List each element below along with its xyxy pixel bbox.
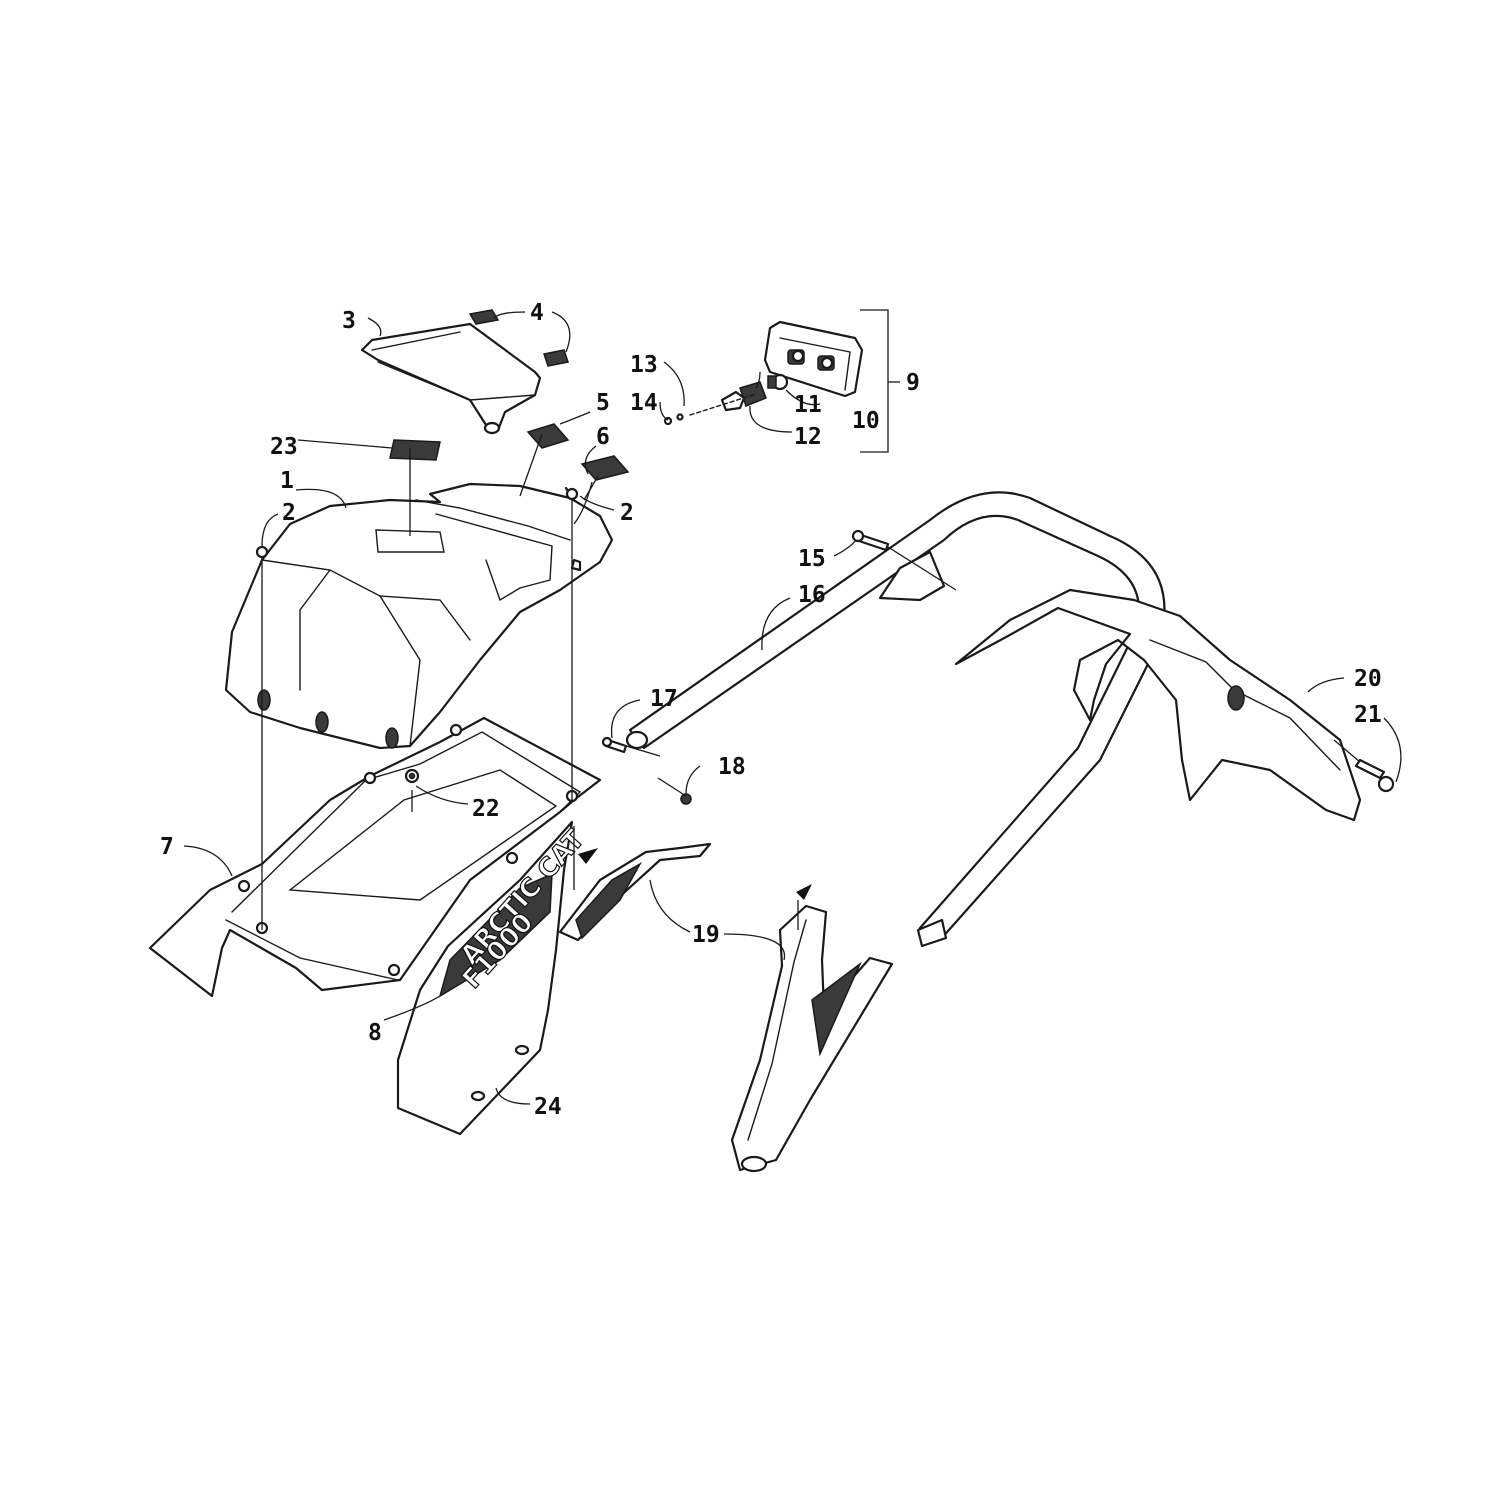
callout-22: 22: [472, 796, 500, 822]
part-17-bolt: [601, 736, 628, 754]
part-10-tail-light: [763, 320, 864, 398]
part-16-grab-bar: [625, 491, 1166, 948]
callout-11: 11: [794, 392, 822, 418]
part-2-screw-left: [255, 545, 269, 559]
part-4-clips: [468, 309, 569, 367]
callout-21: 21: [1354, 702, 1382, 728]
callout-20: 20: [1354, 666, 1382, 692]
callout-7: 7: [160, 834, 174, 860]
callout-4: 4: [530, 300, 544, 326]
callout-1: 1: [280, 468, 294, 494]
callout-19: 19: [692, 922, 720, 948]
part-2-screw-right: [565, 487, 579, 501]
callout-3: 3: [342, 308, 356, 334]
part-15-bolt: [851, 529, 890, 552]
callout-labels: 3 4 5 6 23 1 2 2 7 8 24 22 13 14 11 12 1…: [160, 300, 1382, 1120]
part-6-decal: [580, 455, 630, 481]
part-23-decal: [389, 439, 441, 461]
callout-9: 9: [906, 370, 920, 396]
part-22-grommet: [404, 768, 420, 784]
direction-arrow-right: [796, 884, 812, 900]
callout-6: 6: [596, 424, 610, 450]
part-20-fender: [954, 588, 1362, 822]
part-21-bolt: [1354, 758, 1395, 793]
callout-14: 14: [630, 390, 658, 416]
part-3-lid-plate: [360, 322, 542, 435]
callout-16: 16: [798, 582, 826, 608]
part-19-bumper-left: [558, 842, 712, 942]
callout-18: 18: [718, 754, 746, 780]
callout-15: 15: [798, 546, 826, 572]
callout-2-left: 2: [282, 500, 296, 526]
callout-23: 23: [270, 434, 298, 460]
part-19-bumper-right: [730, 904, 894, 1173]
part-5-decal: [526, 423, 570, 449]
callout-10: 10: [852, 408, 880, 434]
callout-5: 5: [596, 390, 610, 416]
part-12-socket: [739, 381, 767, 407]
direction-arrow-left: [578, 848, 598, 864]
callout-17: 17: [650, 686, 678, 712]
part-24-lower-panel: [459, 1044, 541, 1135]
callout-leaders: [183, 309, 1402, 1105]
callout-24: 24: [534, 1094, 562, 1120]
callout-12: 12: [794, 424, 822, 450]
callout-13: 13: [630, 352, 658, 378]
callout-8: 8: [368, 1020, 382, 1046]
callout-2-right: 2: [620, 500, 634, 526]
part-11-bulb: [767, 373, 789, 391]
